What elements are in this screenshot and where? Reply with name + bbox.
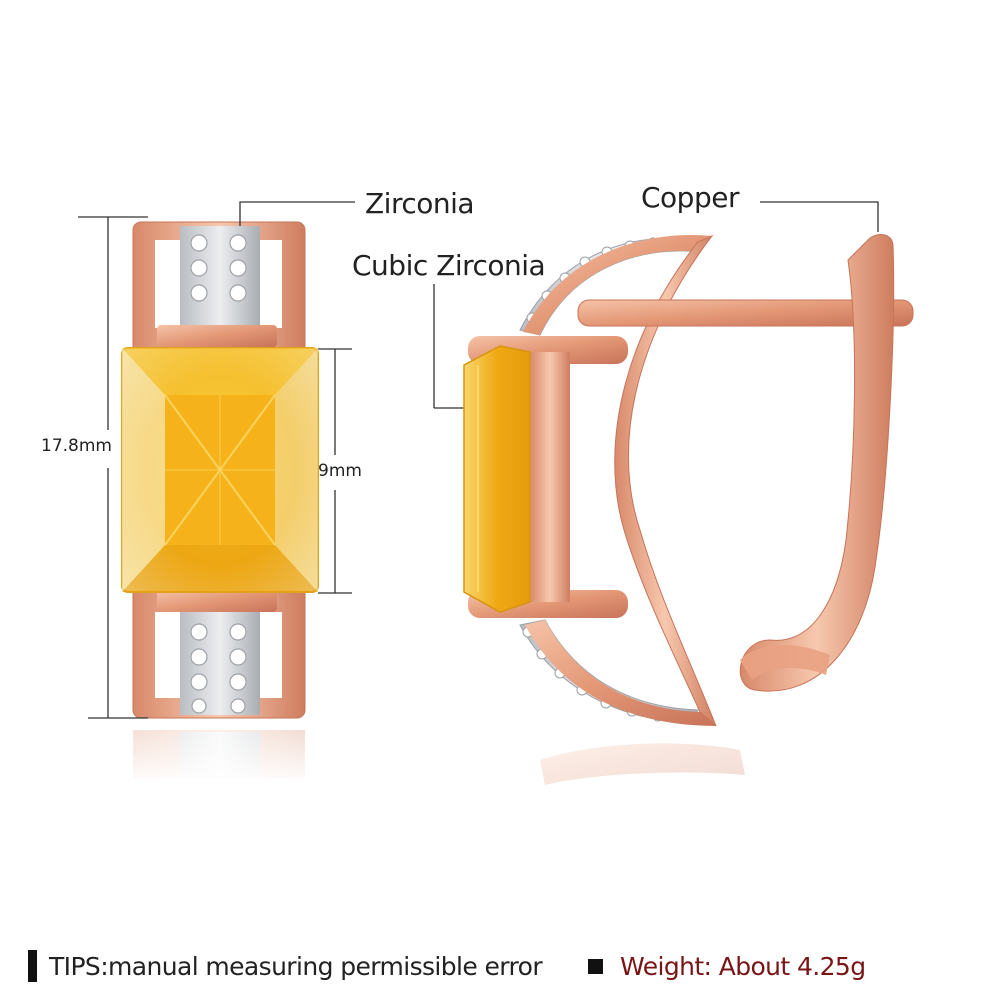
- tips-marker: [28, 950, 37, 982]
- label-cubic-zirconia: Cubic Zirconia: [352, 249, 546, 282]
- footer: TIPS:manual measuring permissible error …: [28, 946, 988, 986]
- leader-lines: [239, 201, 879, 409]
- label-zirconia: Zirconia: [365, 187, 475, 220]
- weight-marker: [588, 958, 604, 974]
- weight-text: Weight: About 4.25g: [620, 951, 866, 981]
- dimension-lines: [78, 216, 352, 719]
- yellow-stone-side: [463, 345, 531, 613]
- front-view-earring: [120, 221, 320, 786]
- label-height-total: 17.8mm: [41, 436, 112, 456]
- label-stone-height: 9mm: [318, 461, 362, 481]
- yellow-stone-front: [121, 347, 319, 593]
- tips-text: TIPS:manual measuring permissible error: [49, 951, 543, 981]
- side-view-earring: [463, 234, 914, 785]
- label-copper: Copper: [641, 181, 739, 214]
